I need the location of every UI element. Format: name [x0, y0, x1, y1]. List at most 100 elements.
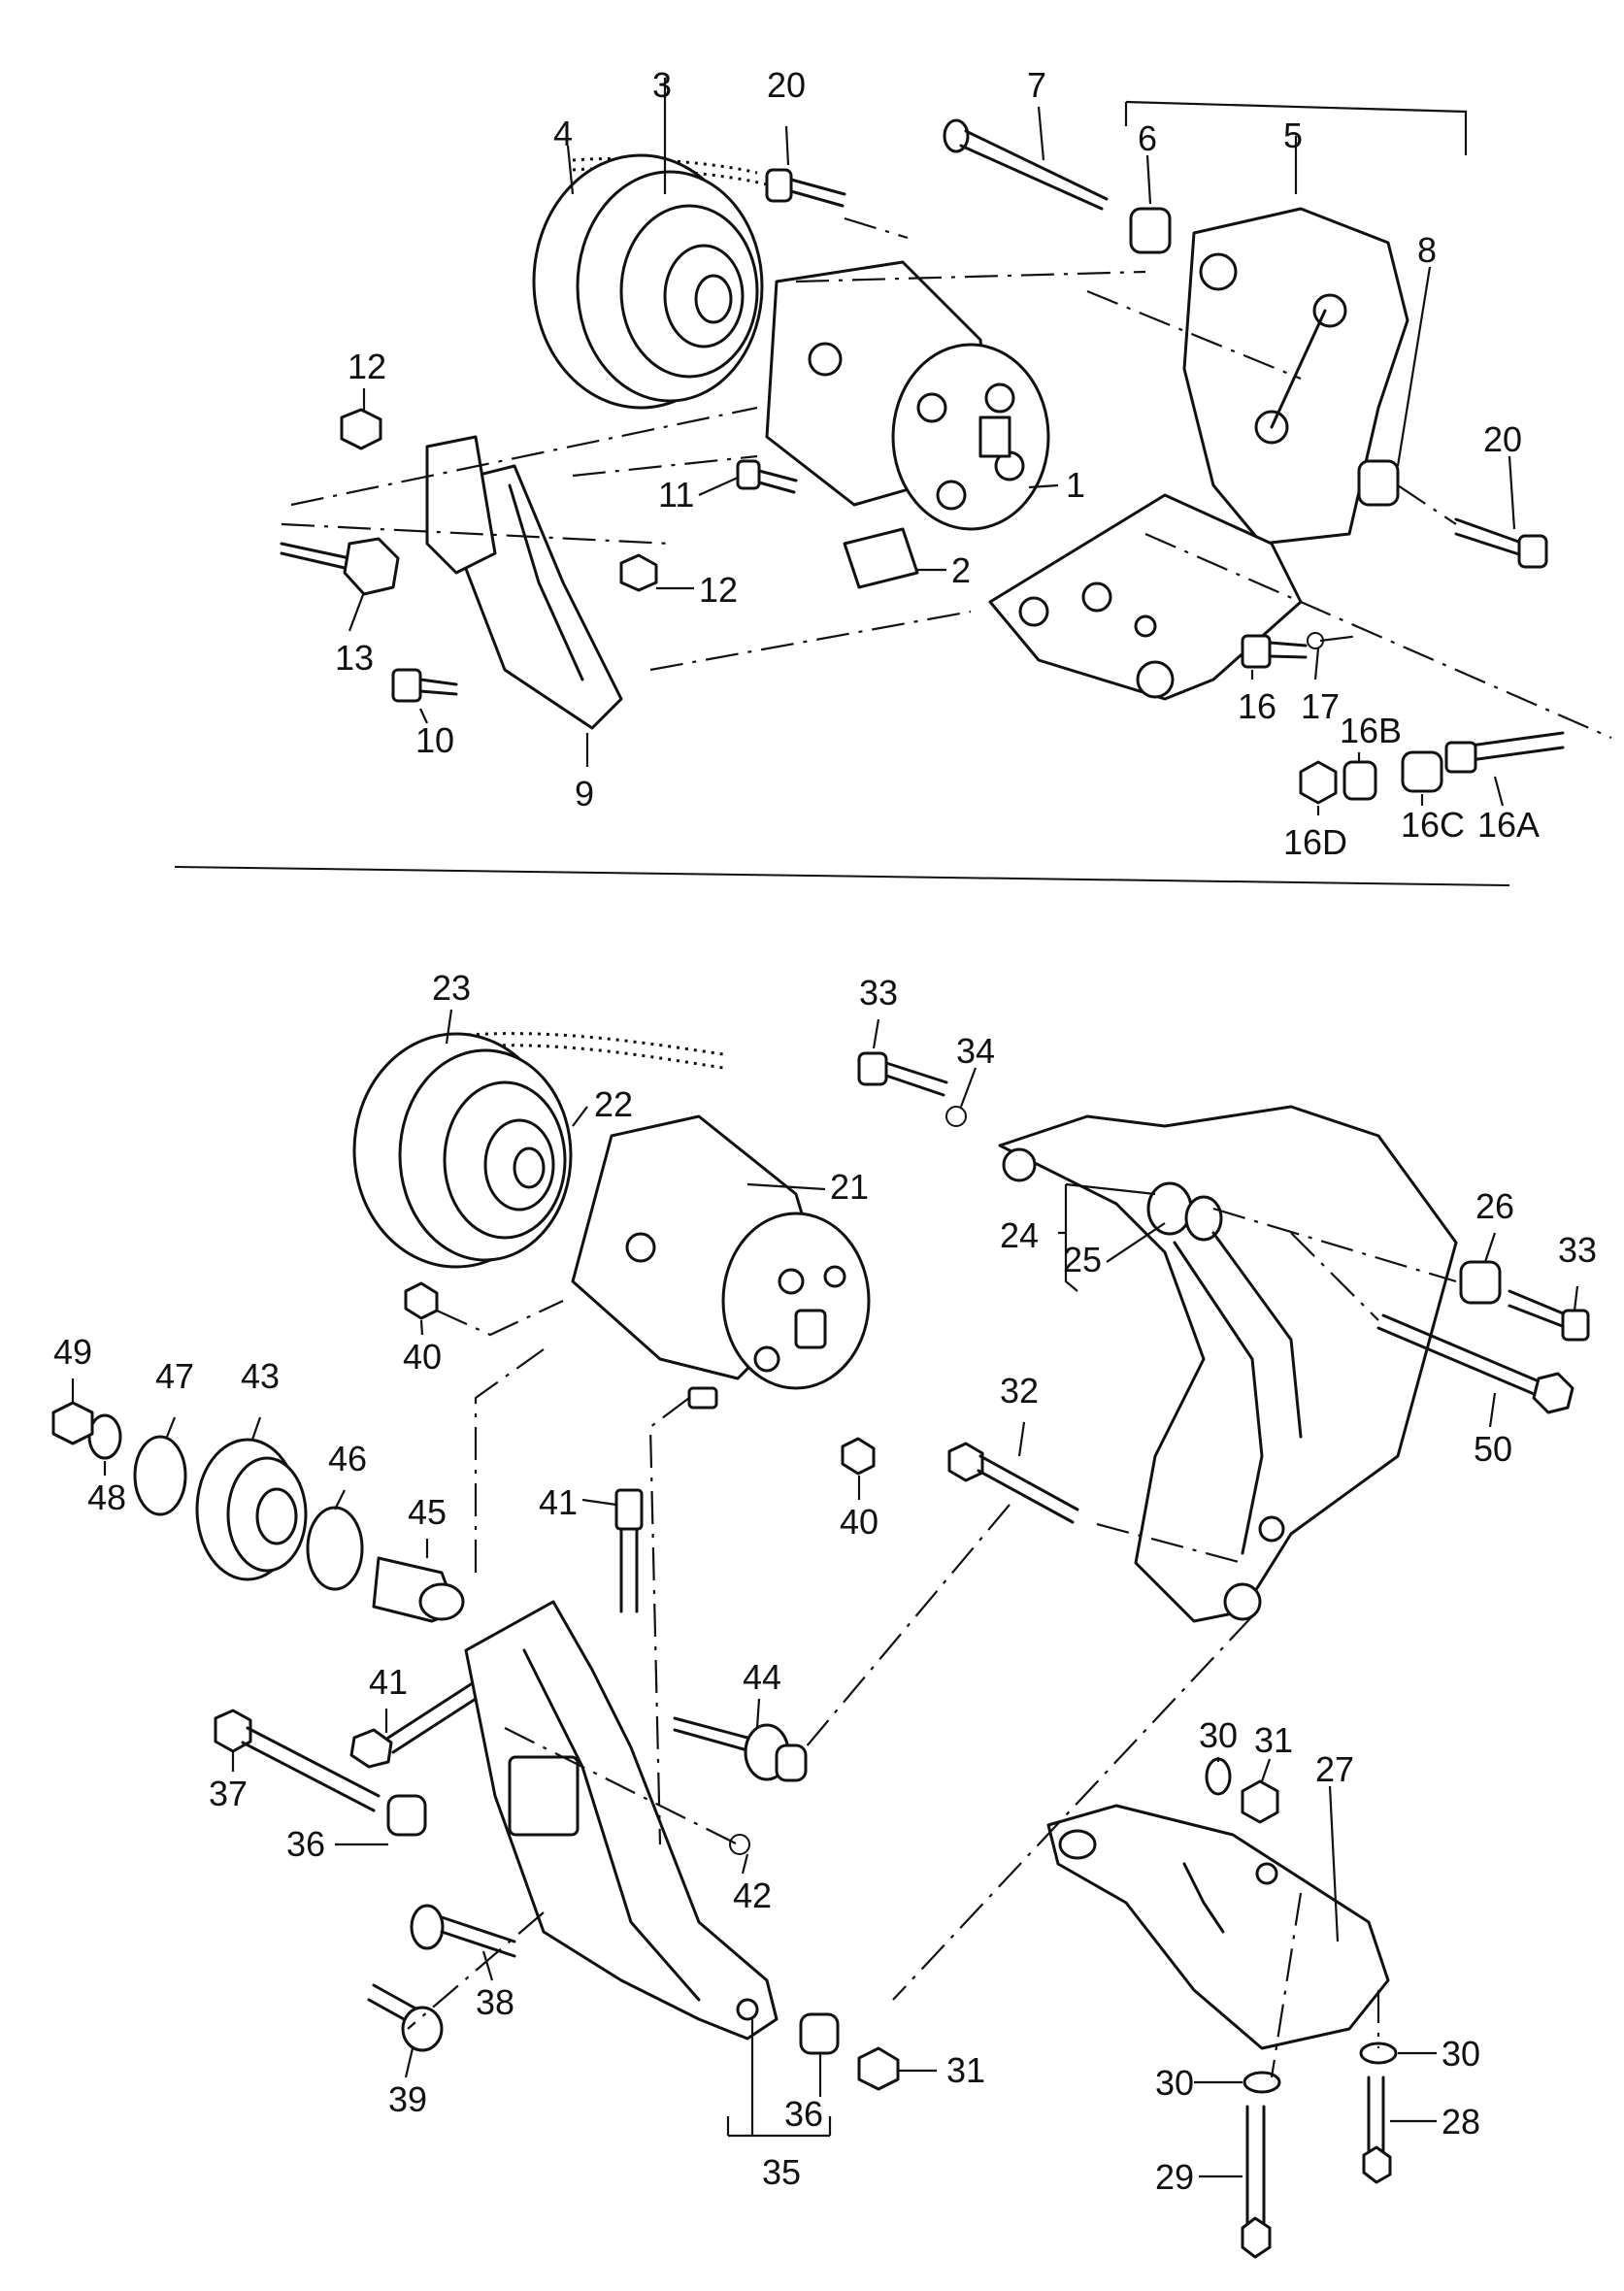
callout-40-upper: 40 [403, 1337, 442, 1377]
callout-5: 5 [1283, 116, 1303, 155]
callout-40-lower: 40 [840, 1502, 878, 1542]
callout-36-lower: 36 [784, 2094, 823, 2134]
bolt-28 [1362, 2075, 1392, 2184]
callout-11: 11 [658, 475, 694, 515]
callout-6: 6 [1138, 118, 1157, 158]
nut-49 [51, 1401, 94, 1445]
callout-31-upper: 31 [1254, 1720, 1293, 1760]
callout-34: 34 [956, 1031, 995, 1071]
callout-22: 22 [594, 1084, 633, 1124]
callout-38: 38 [476, 1982, 514, 2022]
washer-30-right [1359, 2042, 1398, 2065]
washer-46 [306, 1506, 364, 1591]
callout-44: 44 [743, 1657, 781, 1697]
bolt-39 [367, 1983, 444, 2052]
callout-17: 17 [1301, 686, 1340, 726]
bottom-assembly: 23 33 34 22 21 26 33 24 25 49 47 43 48 4… [51, 968, 1597, 2259]
callout-26: 26 [1475, 1186, 1514, 1226]
mounting-bracket-24 [998, 1105, 1458, 1623]
callout-43: 43 [241, 1356, 280, 1396]
callout-21: 21 [830, 1167, 869, 1207]
callout-16: 16 [1238, 686, 1276, 726]
callout-33-top: 33 [859, 973, 898, 1013]
adjuster-plate [425, 435, 497, 575]
callout-20-right: 20 [1483, 419, 1522, 459]
bolt-16 [1241, 634, 1308, 669]
bolt-7 [943, 118, 1109, 211]
callout-25: 25 [1063, 1240, 1102, 1279]
callout-13: 13 [335, 638, 374, 678]
compressor-21 [571, 1114, 871, 1410]
callout-45: 45 [408, 1492, 447, 1532]
callout-23: 23 [432, 968, 471, 1008]
callout-30-mid: 30 [1155, 2063, 1194, 2103]
bolt-11 [736, 459, 798, 494]
callout-24: 24 [1000, 1215, 1039, 1255]
bolt-20-top [765, 168, 846, 208]
callout-41-upper: 41 [539, 1482, 578, 1522]
bolt-32 [947, 1442, 1079, 1524]
washer-30-mid [1243, 2071, 1281, 2094]
nut-31-lower [857, 2046, 900, 2091]
nut-12-mid [619, 553, 658, 592]
callout-47: 47 [155, 1356, 194, 1396]
bushing-8 [1357, 459, 1400, 507]
washer-47 [133, 1435, 187, 1516]
callout-29: 29 [1155, 2157, 1194, 2197]
callout-50: 50 [1474, 1429, 1512, 1469]
bolt-16A [1444, 731, 1565, 774]
callout-16C: 16C [1401, 805, 1465, 845]
bolt-37 [214, 1709, 381, 1812]
support-bracket-27 [1046, 1804, 1390, 2050]
spacer-16B [1342, 760, 1377, 801]
callout-12-top: 12 [348, 347, 386, 386]
callout-35: 35 [762, 2152, 801, 2192]
bolt-50 [1376, 1313, 1574, 1414]
bushing-36-lower [799, 2012, 840, 2055]
bushing-26 [1459, 1260, 1502, 1305]
bolt-44 [673, 1716, 808, 1782]
callout-30-right: 30 [1442, 2034, 1480, 2074]
washer-30-upper [1205, 1757, 1232, 1796]
callout-30-upper: 30 [1199, 1715, 1238, 1755]
callout-12-mid: 12 [699, 570, 738, 610]
callout-48: 48 [87, 1478, 126, 1517]
callout-16D: 16D [1283, 822, 1347, 862]
callout-10: 10 [415, 720, 454, 760]
callout-32: 32 [1000, 1371, 1039, 1411]
callout-3: 3 [652, 65, 672, 105]
callout-39: 39 [388, 2079, 427, 2119]
bushing-6 [1129, 207, 1172, 254]
bolt-41-horizontal [349, 1682, 478, 1769]
washer-42 [729, 1834, 750, 1855]
screw-13 [280, 537, 400, 596]
bushing-36-upper [386, 1794, 427, 1837]
bolt-33-top [857, 1051, 948, 1097]
compressor-pulley [532, 153, 764, 410]
bushing-16C [1401, 750, 1443, 793]
compressor-pulley-22 [352, 1032, 573, 1269]
callout-7: 7 [1027, 65, 1046, 105]
bolt-10 [391, 668, 458, 703]
callout-2: 2 [951, 550, 971, 590]
bolt-29 [1241, 2105, 1272, 2259]
part-2 [843, 527, 919, 589]
bolt-20-right [1454, 517, 1548, 569]
washer-34 [945, 1106, 967, 1127]
callout-1: 1 [1066, 465, 1085, 505]
callout-9: 9 [575, 774, 594, 813]
callout-4: 4 [553, 114, 573, 153]
callout-28: 28 [1442, 2102, 1480, 2142]
washer-48 [87, 1413, 122, 1460]
callout-20-top: 20 [767, 65, 806, 105]
nut-40-upper [404, 1281, 439, 1320]
nut-40-lower [841, 1437, 876, 1476]
callout-46: 46 [328, 1439, 367, 1478]
callout-16B: 16B [1340, 711, 1402, 750]
callout-36-upper: 36 [286, 1824, 325, 1864]
callout-8: 8 [1417, 230, 1437, 270]
compressor [765, 260, 1050, 531]
callout-31-lower: 31 [946, 2050, 985, 2090]
callout-16A: 16A [1477, 805, 1540, 845]
